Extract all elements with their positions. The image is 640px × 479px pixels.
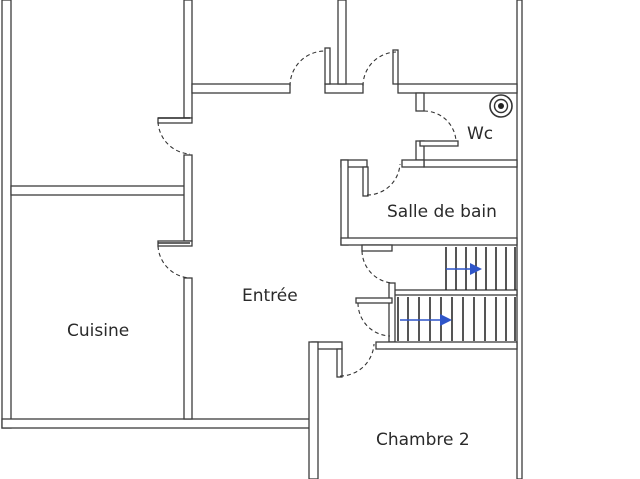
wall-stairs-mid bbox=[391, 289, 518, 296]
jamb-wc-door bbox=[419, 140, 459, 147]
wall-sdb-left bbox=[340, 159, 349, 246]
room-label-chambre-2: Chambre 2 bbox=[376, 430, 470, 450]
door-salle-de-bain[interactable] bbox=[366, 163, 401, 196]
jamb-stairs-door bbox=[355, 297, 393, 304]
door-top-left-room[interactable] bbox=[157, 117, 191, 155]
toilet-fixture-icon bbox=[489, 94, 513, 118]
jamb-top-door-2 bbox=[392, 49, 399, 85]
door-stairs-upper[interactable] bbox=[361, 250, 393, 284]
wall-entree-top-mid bbox=[324, 83, 364, 94]
wall-top-middle-divider bbox=[337, 0, 347, 85]
stairs-icon bbox=[397, 247, 516, 341]
stairs-upper-flight bbox=[445, 247, 516, 290]
walls bbox=[1, 0, 523, 479]
room-label-entree: Entrée bbox=[242, 286, 298, 306]
room-label-wc: Wc bbox=[467, 124, 493, 144]
doors bbox=[157, 50, 457, 377]
jamb-ch2-door bbox=[336, 348, 343, 378]
door-stairs-lower[interactable] bbox=[357, 302, 391, 337]
door-top-middle-right[interactable] bbox=[362, 51, 397, 87]
wall-stairs-mid-post bbox=[388, 282, 396, 343]
wall-wc-left bbox=[415, 92, 425, 112]
wall-sdb-bottom bbox=[340, 237, 518, 246]
wall-stairs-left-upper bbox=[361, 244, 393, 252]
wall-left-rooms-right-low bbox=[183, 277, 193, 420]
wall-bottom bbox=[1, 418, 317, 429]
wall-left-outer bbox=[1, 0, 12, 429]
wall-sdb-top-right bbox=[401, 159, 425, 168]
door-top-middle-left[interactable] bbox=[289, 50, 326, 87]
door-wc[interactable] bbox=[423, 110, 457, 142]
wall-ch2-left bbox=[308, 341, 319, 479]
wall-right-outer bbox=[516, 0, 523, 479]
jamb-top-door-1 bbox=[324, 47, 331, 85]
room-labels: Wc Salle de bain Entrée Cuisine Chambre … bbox=[67, 124, 497, 450]
room-label-salle-de-bain: Salle de bain bbox=[387, 202, 497, 222]
wall-ch2-top-right bbox=[375, 341, 518, 350]
wall-entree-top-left bbox=[191, 83, 291, 94]
jamb-sdb-door bbox=[362, 166, 369, 197]
stairs-lower-flight bbox=[397, 297, 516, 341]
wall-left-rooms-right bbox=[183, 0, 193, 119]
wall-wc-bottom bbox=[423, 159, 518, 168]
door-chambre-2[interactable] bbox=[339, 343, 375, 377]
wall-top-left-room-bottom bbox=[10, 185, 187, 196]
room-label-cuisine: Cuisine bbox=[67, 321, 129, 341]
door-cuisine[interactable] bbox=[157, 242, 191, 279]
wall-left-rooms-right-mid bbox=[183, 154, 193, 242]
wall-entree-top-right bbox=[397, 83, 518, 94]
